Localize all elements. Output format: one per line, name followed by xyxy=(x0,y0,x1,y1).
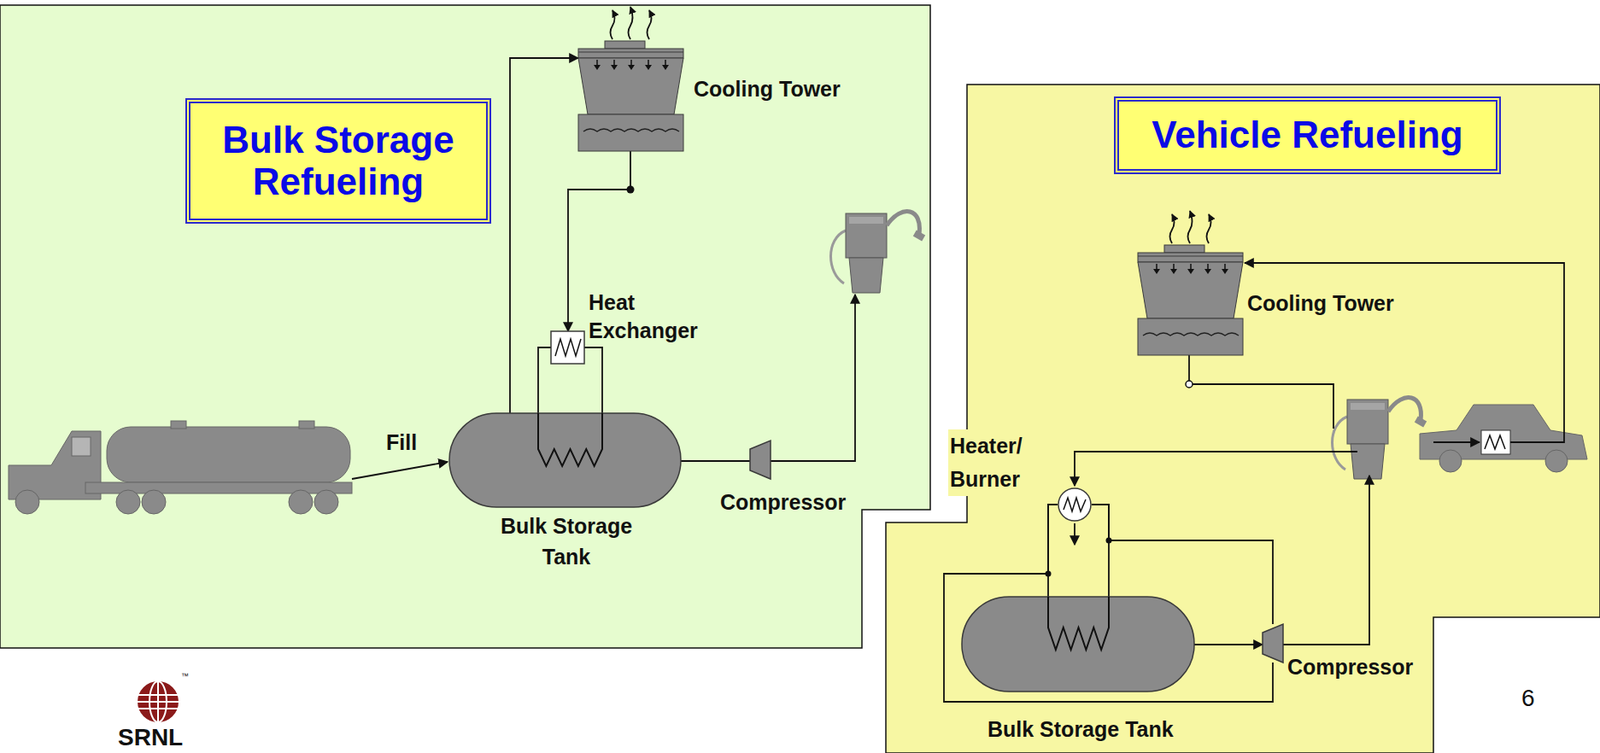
connector xyxy=(680,460,751,463)
trademark: ™ xyxy=(181,673,189,681)
heater-burner: Heater/ Burner xyxy=(1057,487,1092,522)
fuel-dispenser xyxy=(1332,398,1428,480)
connector xyxy=(943,504,1273,703)
component-label: Heater/ Burner xyxy=(948,429,1046,497)
compressor: Compressor xyxy=(750,440,771,480)
fill-label: Fill xyxy=(386,432,417,454)
heat-exchanger-shape xyxy=(550,331,585,364)
component-label: Bulk Storage Tank xyxy=(985,715,1176,745)
cooling-tower: Cooling Tower xyxy=(578,41,684,152)
connector xyxy=(1194,644,1263,646)
cooling-tower: Cooling Tower xyxy=(1137,245,1243,356)
component-label: Cooling Tower xyxy=(691,75,843,104)
cooling-tower-shape xyxy=(578,41,684,152)
connector xyxy=(538,347,551,414)
compressor: Compressor xyxy=(1262,624,1284,663)
storage-tank: Bulk Storage Tank xyxy=(449,413,681,508)
cooling-tower-shape xyxy=(1137,245,1243,356)
component-label: Compressor xyxy=(718,488,848,517)
junction-dot xyxy=(1185,380,1193,388)
connector xyxy=(584,347,603,414)
storage-tank-shape xyxy=(961,597,1195,692)
flow-lines xyxy=(351,6,1565,645)
storage-tank: Bulk Storage Tank xyxy=(961,597,1195,692)
logo-text: SRNL xyxy=(117,726,183,751)
vehicle-panel xyxy=(885,84,1600,753)
panel-title: Vehicle Refueling xyxy=(1151,114,1463,156)
storage-tank-shape xyxy=(449,413,681,508)
component-label: Cooling Tower xyxy=(1245,289,1396,318)
component-label: Compressor xyxy=(1285,653,1415,682)
connector xyxy=(1048,504,1058,598)
title-box: Vehicle Refueling xyxy=(1113,96,1501,175)
srnl-globe xyxy=(137,681,179,723)
car xyxy=(1419,404,1588,473)
compressor-shape xyxy=(750,440,771,480)
title-box: Bulk Storage Refueling xyxy=(185,98,492,224)
tanker-truck xyxy=(8,421,352,515)
heat-exchanger: Heat Exchanger xyxy=(550,331,585,364)
fuel-dispenser xyxy=(831,211,927,294)
panel-title: Bulk Storage Refueling xyxy=(199,119,478,203)
bulk-panel xyxy=(0,5,931,649)
page-number: 6 xyxy=(1521,686,1536,711)
compressor-shape xyxy=(1262,624,1284,663)
connector xyxy=(1091,504,1109,598)
component-label: Bulk Storage Tank xyxy=(479,510,654,574)
heater-burner-shape xyxy=(1057,487,1092,522)
component-label: Heat Exchanger xyxy=(586,288,719,345)
